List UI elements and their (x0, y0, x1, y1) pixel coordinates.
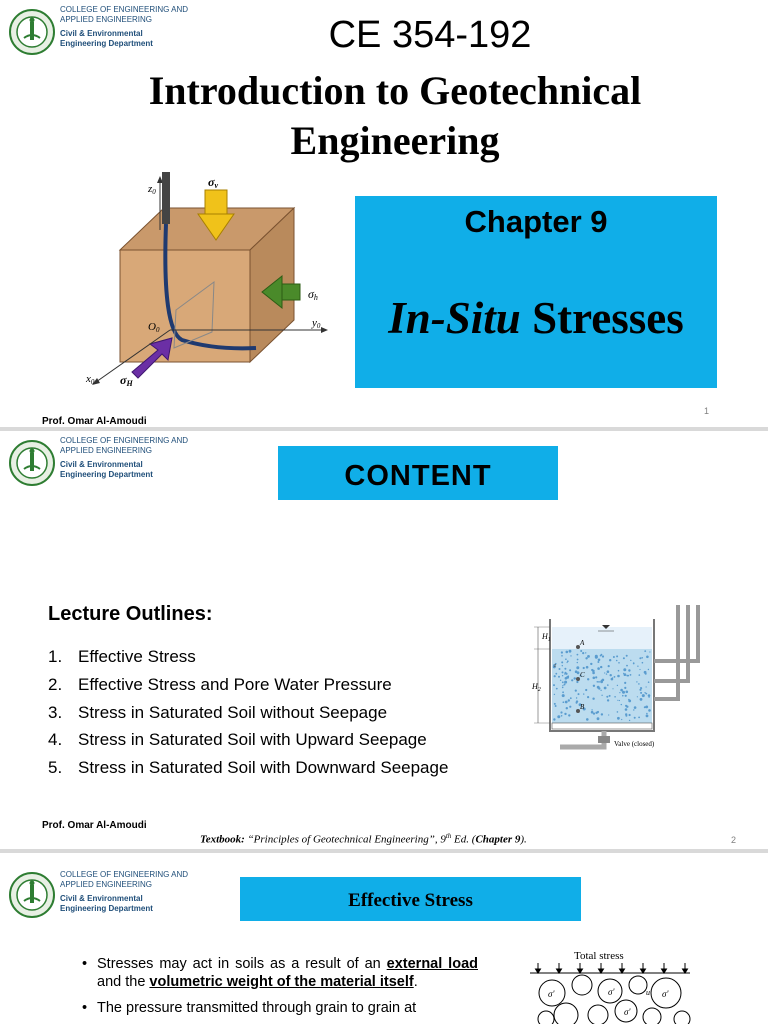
list-item: 5. Stress in Saturated Soil with Downward… (48, 754, 448, 782)
section-title-box: Effective Stress (240, 877, 581, 921)
college-name: COLLEGE OF ENGINEERING AND APPLIED ENGIN… (60, 870, 200, 914)
page-number: 1 (704, 406, 710, 416)
total-stress-figure: Total stress σ' σ' σ' σ' u (530, 950, 691, 1024)
textbook-label: Textbook: (200, 833, 245, 846)
svg-text:y0: y0 (311, 317, 321, 330)
list-item: 4. Stress in Saturated Soil with Upward S… (48, 726, 448, 754)
svg-text:z: z (553, 663, 557, 669)
slide-3: COLLEGE OF ENGINEERING AND APPLIED ENGIN… (0, 853, 768, 1024)
section-title-box: CONTENT (278, 446, 558, 500)
list-item-text: Stress in Saturated Soil without Seepage (78, 702, 388, 722)
svg-text:C: C (580, 671, 585, 679)
college-line-1: COLLEGE OF ENGINEERING AND (60, 5, 189, 14)
soil-stress-cube-figure: z0 σv σh σH y0 x0 O0 (85, 172, 328, 388)
svg-text:σ': σ' (662, 989, 669, 999)
svg-text:σv: σv (208, 175, 218, 190)
list-item-text: Stress in Saturated Soil with Upward See… (78, 730, 427, 750)
department-name: Civil & Environmental Engineering Depart… (60, 29, 200, 49)
slide-1: COLLEGE OF ENGINEERING AND APPLIED ENGIN… (0, 0, 768, 427)
textbook-edition: Ed. ( (451, 833, 476, 846)
soil-tank-figure: H1 H2 A C B z Valve (closed) (531, 605, 700, 750)
college-name: COLLEGE OF ENGINEERING AND APPLIED ENGIN… (60, 436, 200, 480)
list-item-number: 2. (48, 674, 63, 694)
textbook-end: ). (520, 833, 527, 846)
list-item-text: Effective Stress and Pore Water Pressure (78, 674, 392, 694)
university-logo-icon (9, 9, 55, 55)
bullet-item: The pressure transmitted through grain t… (82, 1000, 478, 1018)
section-title: CONTENT (344, 460, 492, 492)
department-name: Civil & Environmental Engineering Depart… (60, 894, 200, 914)
university-logo-icon (9, 872, 55, 918)
list-item-text: Stress in Saturated Soil with Downward S… (78, 758, 449, 778)
svg-text:σ': σ' (608, 987, 615, 997)
page-number: 2 (731, 835, 737, 845)
dept-line-1: Civil & Environmental (60, 460, 143, 469)
slide-2: COLLEGE OF ENGINEERING AND APPLIED ENGIN… (0, 431, 768, 849)
list-item-text: Effective Stress (78, 647, 196, 666)
dept-line-2: Engineering Department (60, 470, 153, 479)
college-line-1: COLLEGE OF ENGINEERING AND (60, 870, 189, 879)
svg-text:σ': σ' (548, 989, 555, 999)
list-item: 1. Effective Stress (48, 643, 448, 671)
section-title: Effective Stress (348, 890, 473, 911)
course-title-line-2: Engineering (290, 118, 500, 163)
course-title: Introduction to Geotechnical Engineering (60, 66, 730, 166)
textbook-sup: th (445, 832, 452, 840)
bullet-text: Stresses may act in soils as a result of… (97, 956, 387, 972)
svg-text:B: B (580, 703, 585, 711)
department-name: Civil & Environmental Engineering Depart… (60, 460, 200, 480)
textbook-reference: Textbook: “Principles of Geotechnical En… (200, 832, 527, 846)
chapter-topic-italic: In-Situ (388, 293, 521, 343)
chapter-topic: In-Situ Stresses (355, 292, 717, 344)
list-item-number: 3. (48, 702, 63, 722)
svg-text:A: A (579, 639, 585, 647)
svg-text:O0: O0 (148, 321, 160, 334)
list-item-number: 1. (48, 647, 63, 666)
slide-divider (0, 427, 768, 431)
course-title-line-1: Introduction to Geotechnical (148, 68, 642, 113)
textbook-chapter: Chapter 9 (475, 833, 521, 846)
svg-text:z0: z0 (147, 183, 156, 196)
dept-line-2: Engineering Department (60, 39, 153, 48)
svg-text:Valve (closed): Valve (closed) (614, 740, 655, 748)
dept-line-2: Engineering Department (60, 904, 153, 913)
textbook-title: “Principles of Geotechnical Engineering”… (247, 833, 446, 846)
chapter-box: Chapter 9 In-Situ Stresses (355, 196, 717, 388)
dept-line-1: Civil & Environmental (60, 29, 143, 38)
outline-list: 1. Effective Stress 2. Effective Stress an… (48, 643, 448, 782)
list-item: 3. Stress in Saturated Soil without Seepa… (48, 699, 448, 727)
bullet-emphasis: external load (386, 956, 478, 972)
svg-text:u: u (646, 988, 650, 997)
svg-text:σH: σH (120, 373, 133, 388)
bullet-text: and the (97, 973, 150, 990)
bullet-item: Stresses may act in soils as a result of… (82, 956, 478, 991)
list-item-number: 5. (48, 758, 63, 778)
svg-text:Total stress: Total stress (574, 950, 624, 962)
dept-line-1: Civil & Environmental (60, 894, 143, 903)
slide-divider (0, 849, 768, 853)
bullet-text: . (413, 973, 418, 990)
bullet-emphasis: volumetric weight of the material itself (149, 973, 414, 990)
svg-text:H1: H1 (541, 632, 551, 643)
chapter-topic-rest: Stresses (532, 293, 684, 343)
bullet-text: The pressure transmitted through grain t… (97, 1000, 417, 1016)
svg-text:H2: H2 (531, 682, 541, 693)
college-name: COLLEGE OF ENGINEERING AND APPLIED ENGIN… (60, 5, 200, 49)
college-line-2: APPLIED ENGINEERING (60, 15, 153, 24)
bullet-list: Stresses may act in soils as a result of… (82, 956, 478, 1024)
chapter-number: Chapter 9 (464, 204, 608, 239)
professor-name: Prof. Omar Al-Amoudi (42, 416, 147, 427)
outlines-title: Lecture Outlines: (48, 603, 213, 625)
list-item: 2. Effective Stress and Pore Water Pressu… (48, 671, 448, 699)
svg-text:σh: σh (308, 287, 318, 302)
svg-text:σ': σ' (624, 1007, 631, 1017)
professor-name: Prof. Omar Al-Amoudi (42, 820, 147, 831)
college-line-1: COLLEGE OF ENGINEERING AND (60, 436, 189, 445)
svg-text:x0: x0 (85, 373, 95, 386)
list-item-number: 4. (48, 730, 63, 750)
college-line-2: APPLIED ENGINEERING (60, 880, 153, 889)
university-logo-icon (9, 440, 55, 486)
course-code: CE 354-192 (328, 14, 532, 56)
college-line-2: APPLIED ENGINEERING (60, 446, 153, 455)
